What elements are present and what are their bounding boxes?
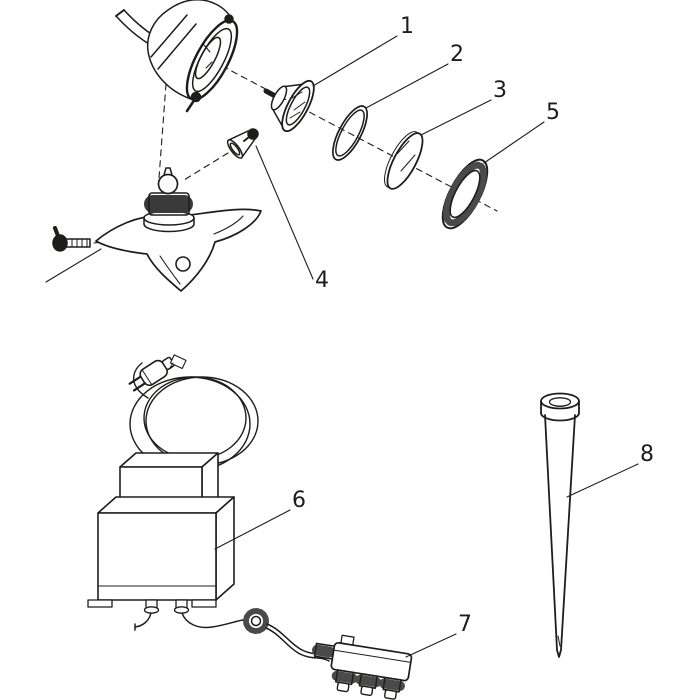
callout-line-6 bbox=[214, 509, 291, 550]
ground-stake bbox=[540, 392, 580, 658]
cable-tag bbox=[169, 354, 187, 370]
box-front bbox=[97, 512, 217, 601]
box-top bbox=[97, 496, 235, 514]
part-label-2: 2 bbox=[450, 42, 464, 67]
clamp-cone bbox=[226, 128, 259, 159]
part-lamp-reflector bbox=[263, 79, 315, 133]
callout-leaders bbox=[45, 35, 639, 658]
part-label-8: 8 bbox=[640, 442, 654, 467]
transformer bbox=[87, 452, 244, 631]
reflector-face bbox=[281, 79, 315, 133]
callout-line-3 bbox=[420, 99, 492, 136]
clamp-screw bbox=[190, 91, 202, 103]
part-label-7: 7 bbox=[458, 612, 472, 637]
coupling-cable bbox=[265, 627, 330, 662]
distributor-socket bbox=[379, 676, 405, 700]
housing-mount-axis bbox=[158, 83, 167, 179]
clamp-axis bbox=[183, 152, 229, 181]
callout-line-2 bbox=[365, 63, 449, 109]
callout-labels: 1 2 3 4 5 6 7 8 bbox=[292, 14, 654, 637]
swivel-base-assembly bbox=[95, 167, 262, 292]
swivel-ball bbox=[157, 173, 179, 195]
callout-line-5 bbox=[483, 121, 545, 164]
part-label-6: 6 bbox=[292, 488, 306, 513]
distributor-socket bbox=[331, 669, 358, 693]
callout-line-4a bbox=[255, 145, 314, 280]
part-glass-lens bbox=[384, 131, 424, 190]
box-side bbox=[215, 496, 235, 601]
swivel-flange bbox=[143, 210, 195, 226]
callout-line-1 bbox=[312, 35, 398, 87]
part-label-4: 4 bbox=[315, 268, 329, 293]
part-label-3: 3 bbox=[493, 78, 507, 103]
plate-hole bbox=[175, 256, 191, 272]
cable-distributor bbox=[312, 634, 413, 700]
part-label-5: 5 bbox=[546, 100, 560, 125]
callout-line-4b bbox=[45, 248, 102, 283]
callout-line-8 bbox=[566, 463, 639, 498]
callout-line-7 bbox=[405, 633, 457, 658]
wing-screw bbox=[52, 226, 91, 252]
part-o-ring bbox=[332, 105, 368, 161]
foot bbox=[191, 599, 217, 608]
pigtail-cable bbox=[134, 612, 152, 631]
foot bbox=[87, 599, 113, 608]
distributor-socket bbox=[355, 673, 382, 697]
output-cable bbox=[181, 612, 244, 629]
housing-body bbox=[146, 0, 234, 100]
spotlight-housing bbox=[115, 0, 239, 113]
part-front-ring bbox=[441, 158, 489, 230]
stake-spike bbox=[544, 414, 576, 658]
power-cord bbox=[115, 15, 150, 45]
plug-prongs bbox=[128, 375, 147, 392]
clamp-screw bbox=[224, 14, 234, 24]
part-label-1: 1 bbox=[400, 14, 414, 39]
